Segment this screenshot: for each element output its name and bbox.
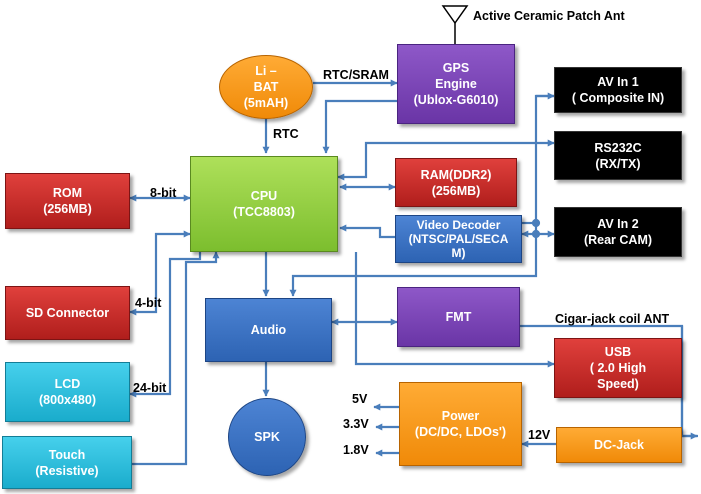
connector-sd-cpu (129, 230, 191, 316)
video-decoder-block: Video Decoder (NTSC/PAL/SECA M) (395, 215, 522, 263)
connector-cpu-usb (354, 252, 555, 368)
li-bat-line3: (5mAH) (243, 96, 289, 110)
connector-gps-cpu (322, 99, 397, 154)
rom-block: ROM (256MB) (5, 173, 130, 229)
rs232c-line2: (RX/TX) (595, 156, 641, 171)
av-in1-line1: AV In 1 (597, 75, 639, 89)
video-decoder-line1: Video Decoder (416, 218, 501, 232)
connector-touch-cpu (132, 251, 220, 466)
touch-line2: (Resistive) (35, 463, 99, 478)
cpu-block: CPU (TCC8803) (190, 156, 338, 252)
li-bat-line2: BAT (253, 80, 279, 94)
rtc-sram-label: RTC/SRAM (323, 68, 389, 82)
connector-rs232c-cpu (337, 139, 555, 181)
power-line1: Power (441, 409, 480, 423)
power-block: Power (DC/DC, LDOs') (399, 382, 522, 466)
cpu-line1: CPU (250, 189, 278, 203)
audio-block: Audio (205, 298, 332, 362)
rs232c-line1: RS232C (594, 140, 642, 155)
usb-line3: Speed) (597, 377, 639, 391)
ram-line1: RAM(DDR2) (420, 167, 492, 182)
video-decoder-line2: (NTSC/PAL/SECA (408, 232, 509, 246)
usb-block: USB ( 2.0 High Speed) (554, 338, 682, 398)
rom-line2: (256MB) (43, 202, 92, 216)
spk-block: SPK (228, 398, 306, 476)
gps-line1: GPS (442, 61, 470, 75)
rtc-label: RTC (273, 127, 299, 141)
ram-line2: (256MB) (431, 183, 481, 198)
dc-jack-block: DC-Jack (556, 427, 682, 463)
voltage-3v3-label: 3.3V (343, 417, 369, 431)
sd-line1: SD Connector (25, 306, 110, 320)
connector-lcd-cpu (129, 252, 202, 398)
li-bat-line1: Li – (255, 64, 277, 78)
junction-dot (531, 218, 541, 228)
ram-block: RAM(DDR2) (256MB) (395, 158, 517, 207)
li-bat-block: Li – BAT (5mAH) (219, 55, 313, 119)
usb-line1: USB (604, 345, 632, 359)
gps-line3: (Ublox-G6010) (413, 93, 499, 107)
touch-line1: Touch (48, 447, 86, 462)
touch-block: Touch (Resistive) (2, 436, 132, 489)
spk-line1: SPK (254, 430, 280, 444)
gps-antenna-label: Active Ceramic Patch Ant (473, 9, 625, 23)
dc-jack-line1: DC-Jack (593, 438, 645, 452)
rom-line1: ROM (52, 186, 83, 200)
sd-bus-label: 4-bit (135, 296, 162, 310)
lcd-bus-label: 24-bit (133, 381, 167, 395)
lcd-line2: (800x480) (39, 393, 96, 407)
sd-connector-block: SD Connector (5, 286, 130, 340)
fmt-line1: FMT (445, 310, 472, 324)
fm-antenna-label: Cigar-jack coil ANT (555, 312, 670, 326)
voltage-1v8-label: 1.8V (343, 443, 369, 457)
connector-ant-dcjack (680, 326, 698, 440)
av-in2-line2: (Rear CAM) (583, 233, 653, 247)
rom-bus-label: 8-bit (150, 186, 177, 200)
lcd-block: LCD (800x480) (5, 362, 130, 422)
av-in2-block: AV In 2 (Rear CAM) (554, 207, 682, 257)
gps-line2: Engine (435, 77, 477, 91)
voltage-5v-label: 5V (352, 392, 368, 406)
usb-line2: ( 2.0 High (589, 361, 647, 375)
av-in2-line1: AV In 2 (597, 217, 639, 231)
power-line2: (DC/DC, LDOs') (414, 425, 507, 439)
gps-engine-block: GPS Engine (Ublox-G6010) (397, 44, 515, 124)
rs232c-block: RS232C (RX/TX) (554, 131, 682, 180)
cpu-line2: (TCC8803) (233, 205, 295, 219)
voltage-12v-label: 12V (528, 428, 551, 442)
connector-video-cpu (339, 224, 395, 239)
audio-line1: Audio (250, 323, 287, 337)
video-decoder-line3: M) (451, 246, 466, 260)
fmt-block: FMT (397, 287, 520, 347)
av-in1-line2: ( Composite IN) (571, 91, 665, 105)
gps-antenna-icon (441, 5, 469, 44)
lcd-line1: LCD (54, 377, 81, 391)
junction-dot (531, 229, 541, 239)
av-in1-block: AV In 1 ( Composite IN) (554, 67, 682, 113)
